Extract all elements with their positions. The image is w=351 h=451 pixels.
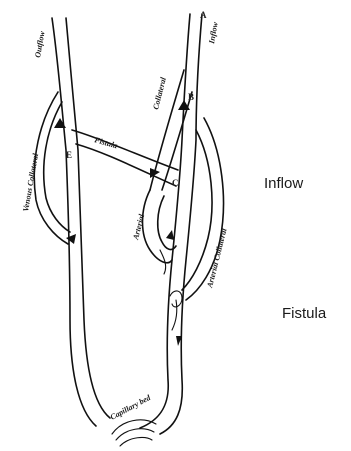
label-inflow-top: Inflow xyxy=(207,21,220,46)
side-label-inflow: Inflow xyxy=(264,175,303,192)
label-capillary-bed: Capillary bed xyxy=(109,393,153,422)
fistula-branch-vessel xyxy=(72,130,178,186)
point-b: B xyxy=(188,92,194,102)
point-a: A xyxy=(200,10,207,20)
label-collateral-top: Collateral xyxy=(151,76,168,111)
label-fistula-branch: Fistula xyxy=(92,135,118,150)
arrow-arterial xyxy=(166,230,174,240)
point-e: E xyxy=(66,150,72,160)
arrow-left-return xyxy=(66,234,76,244)
fistula-coil xyxy=(170,291,182,330)
outflow-vessel xyxy=(52,18,110,426)
venous-collateral-vessel xyxy=(34,92,70,244)
label-outflow: Outflow xyxy=(33,30,47,58)
point-c: C xyxy=(172,178,179,188)
flow-arrows xyxy=(54,100,190,346)
inflow-vessel xyxy=(140,14,202,434)
side-label-fistula: Fistula xyxy=(282,305,327,322)
